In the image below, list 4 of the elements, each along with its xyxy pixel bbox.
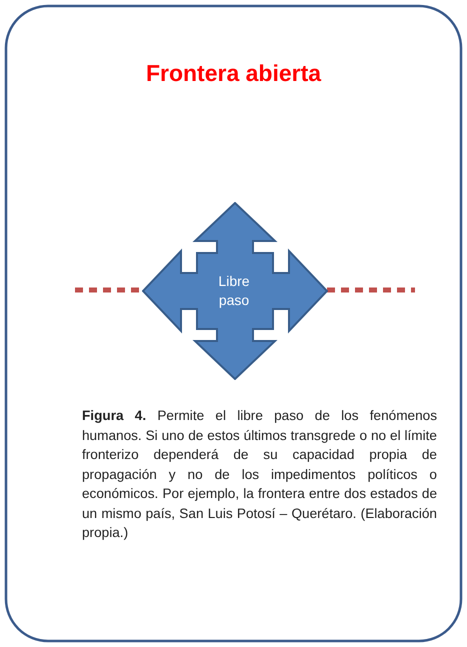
title: Frontera abierta <box>144 60 322 87</box>
node-label: Libre paso <box>217 272 251 310</box>
figure-caption: Figura 4. Permite el libre paso de los fenómenos humanos. Si uno de estos últimos transgrede o no el límite fronterizo dependerá de su capacidad propia de propagación y no de los impedimentos políticos o económicos. Por ejemplo, la frontera entre dos estados de un mismo país, San Luis Potosí – Querétaro. (Elaboración propia.) <box>82 407 437 542</box>
four-way-arrow <box>142 202 328 380</box>
